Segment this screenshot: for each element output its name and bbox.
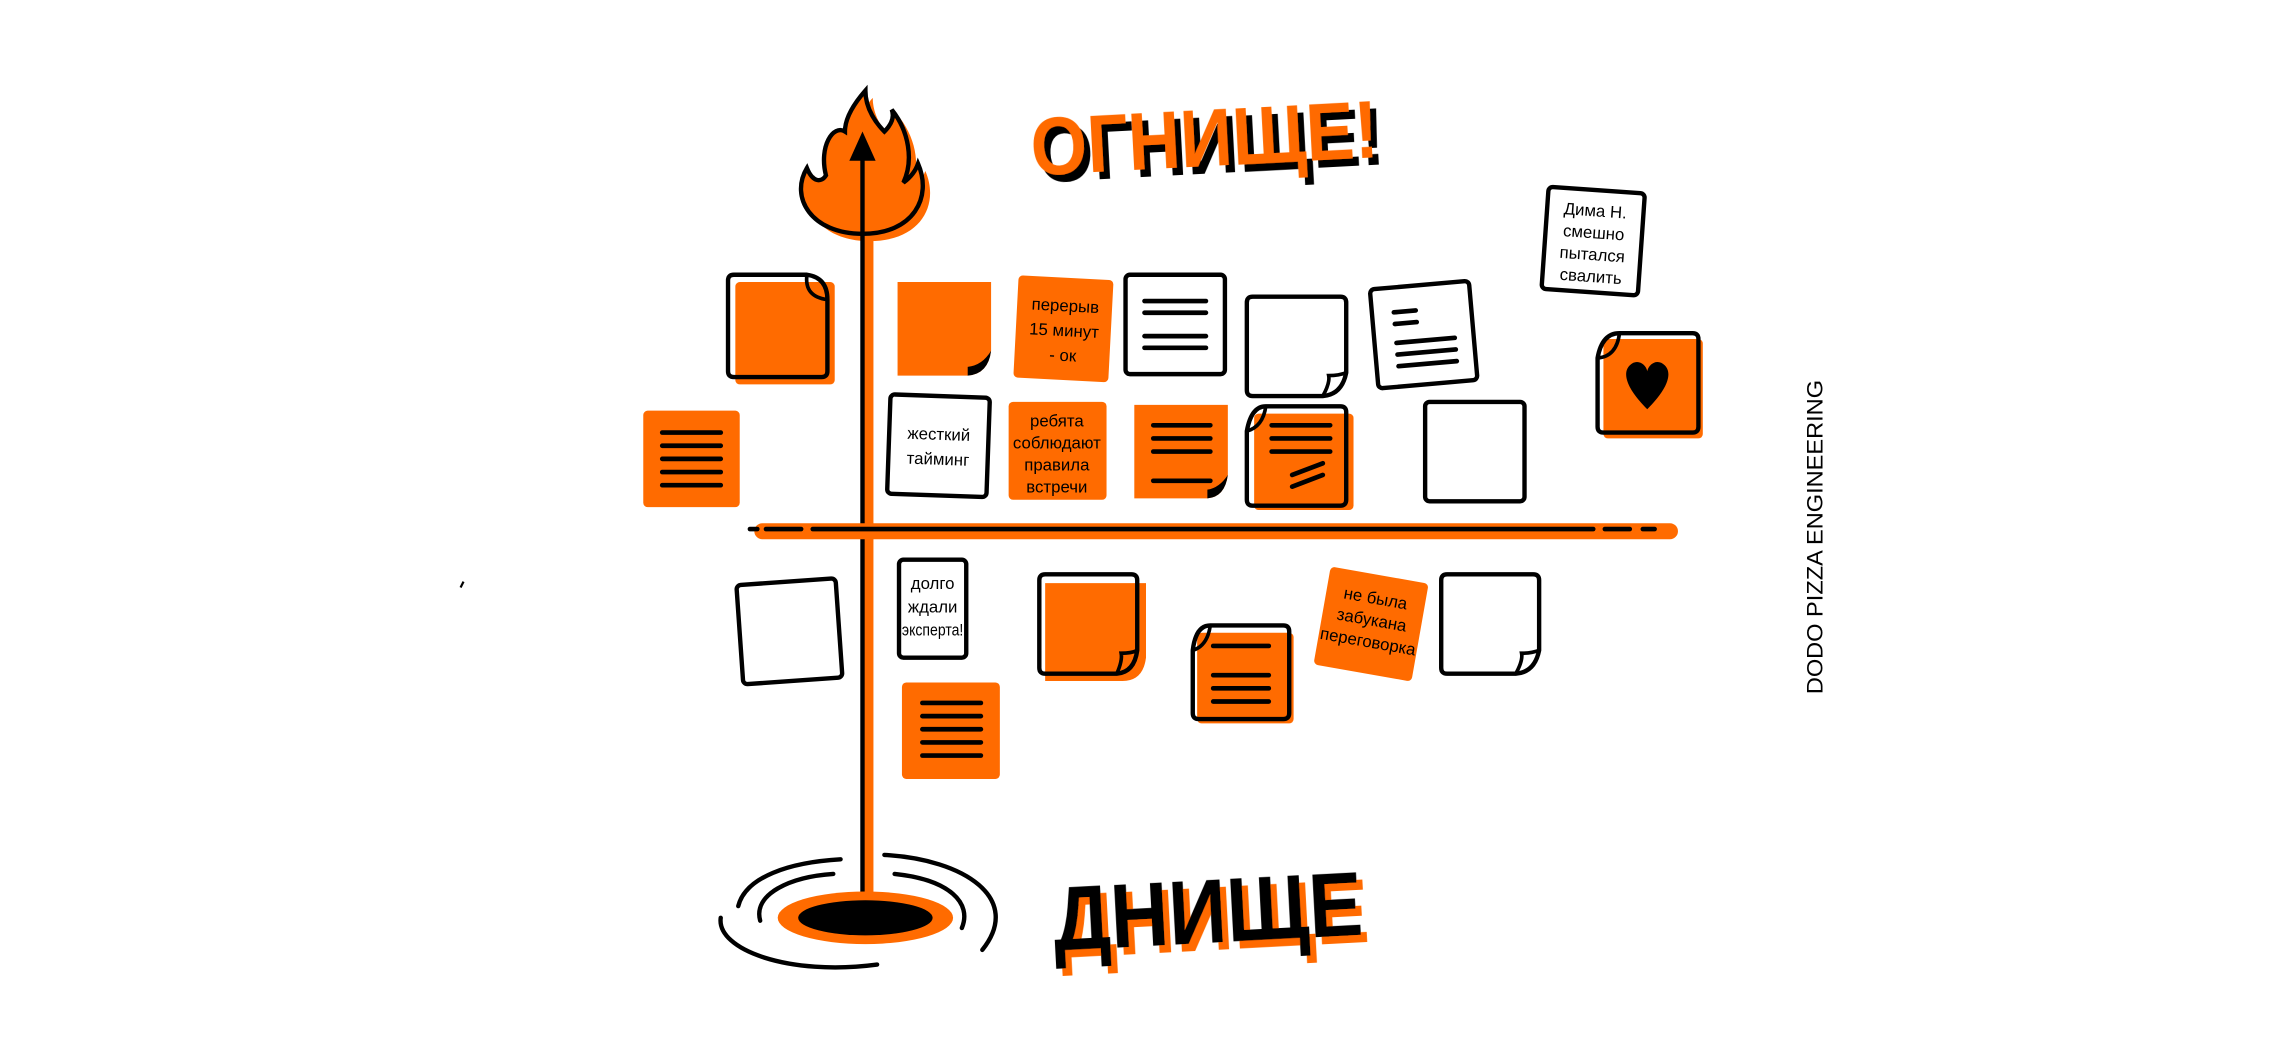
title-top: ОГНИЩЕ!: [1028, 84, 1380, 193]
sticky-note[interactable]: [734, 576, 845, 687]
note-line: смешно: [1563, 221, 1626, 244]
note-line: перерыв: [1031, 295, 1099, 318]
sticky-note[interactable]: [897, 282, 992, 376]
brand-label: DODO PIZZA ENGINEERING: [1803, 380, 1828, 694]
note-line: - ок: [1049, 345, 1078, 365]
note-line: свалить: [1559, 265, 1623, 288]
sticky-note[interactable]: [1037, 572, 1146, 682]
sticky-note[interactable]: [725, 272, 835, 385]
svg-text:жесткийтайминг: жесткий тайминг: [906, 424, 970, 470]
sticky-note[interactable]: [1134, 404, 1228, 499]
sticky-note[interactable]: [1422, 399, 1527, 504]
sticky-note-text[interactable]: ребята соблюдают правила встречи: [1008, 401, 1107, 500]
sticky-note[interactable]: [643, 410, 740, 508]
note-line: ребята: [1030, 412, 1084, 431]
title-bottom-text: ДНИЩЕ: [1050, 854, 1365, 971]
sticky-note[interactable]: [1244, 404, 1354, 511]
sticky-note[interactable]: [1190, 623, 1294, 724]
flame-icon: [798, 84, 931, 242]
svg-text:перерыв15 минут- ок: перерыв15 минут - ок: [1027, 295, 1100, 367]
title-top-text: ОГНИЩЕ!: [1028, 84, 1380, 193]
note-line: Дима Н.: [1563, 199, 1627, 222]
note-line: тайминг: [906, 449, 969, 470]
note-line: жесткий: [907, 424, 970, 445]
sticky-note[interactable]: [1439, 572, 1542, 676]
sticky-note[interactable]: [1368, 279, 1480, 391]
sticky-note[interactable]: [901, 682, 1000, 779]
arrow-head-icon: [849, 131, 876, 161]
note-line: соблюдают: [1013, 434, 1101, 453]
stray-mark: [459, 581, 465, 588]
title-bottom: ДНИЩЕ: [1050, 854, 1365, 971]
note-line: встречи: [1026, 478, 1087, 497]
note-line: 15 минут: [1029, 319, 1100, 342]
sticky-note-text[interactable]: не былазабуканапереговорка: [1313, 566, 1428, 681]
heart-icon: [1626, 361, 1669, 410]
sticky-note-text[interactable]: долго ждали эксперта!: [896, 557, 969, 660]
svg-text:Дима Н.смешнопыталсясвалить: Дима Н.смешнопыталсясвалить: [1557, 199, 1628, 288]
sticky-note-text[interactable]: перерыв15 минут - ок: [1013, 275, 1114, 383]
note-line: ждали: [908, 597, 958, 616]
horizontal-axis: [747, 523, 1678, 540]
note-line: пытался: [1559, 243, 1625, 267]
sticky-note-text[interactable]: жесткий тайминг: [885, 392, 992, 500]
sticky-note[interactable]: [1123, 272, 1228, 377]
note-line: долго: [911, 574, 955, 593]
sticky-note-text[interactable]: Дима Н.смешнопыталсясвалить: [1539, 184, 1647, 298]
note-line: эксперта!: [902, 621, 963, 640]
note-line: правила: [1024, 456, 1090, 475]
hole-icon: [718, 852, 998, 970]
sticky-note-heart[interactable]: [1595, 331, 1703, 439]
sticky-note[interactable]: [1244, 294, 1349, 399]
